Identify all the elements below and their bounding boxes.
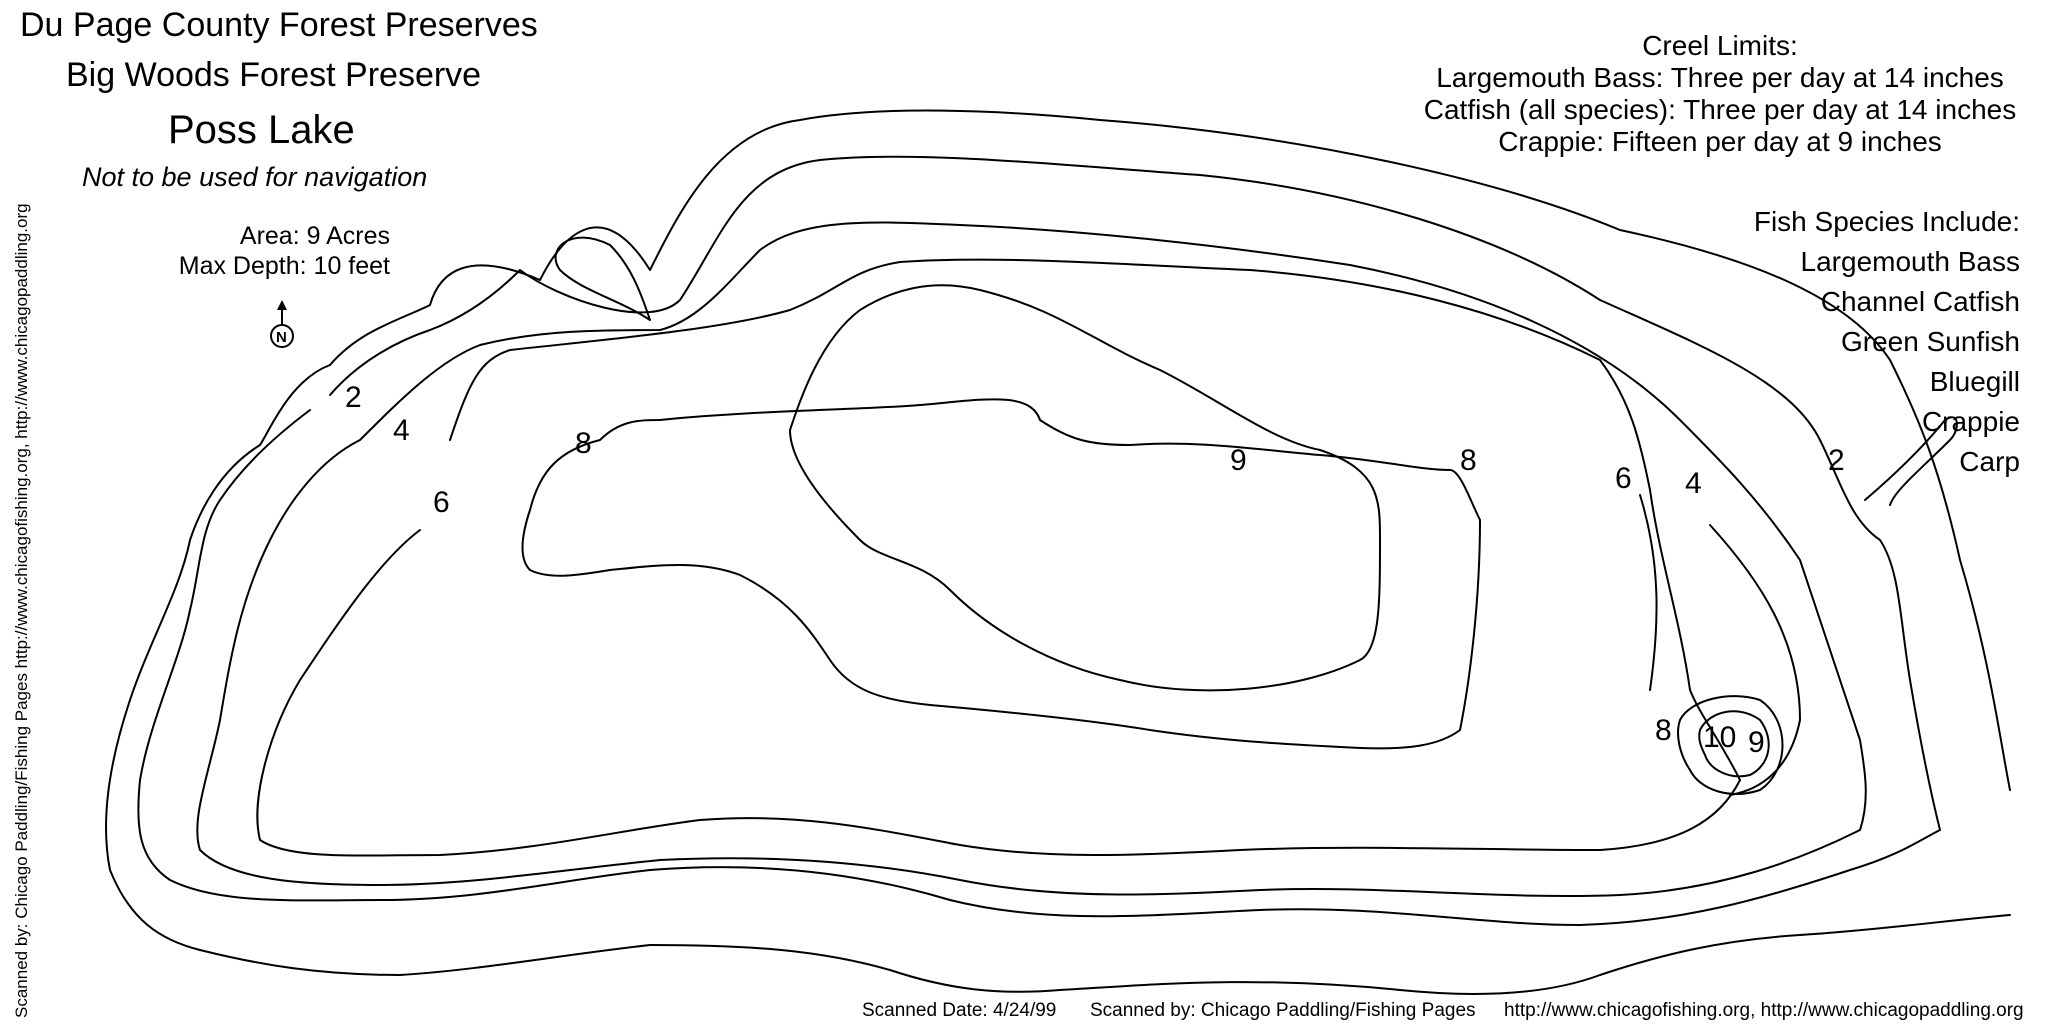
species-item: Green Sunfish — [1841, 326, 2020, 357]
species-item: Bluegill — [1929, 366, 2020, 397]
species-item: Channel Catfish — [1820, 286, 2020, 317]
max-depth-label: Max Depth: — [178, 252, 307, 280]
depth-label-4-east: 4 — [1685, 467, 1702, 500]
depth-label-6: 6 — [433, 486, 450, 519]
footer-urls: http://www.chicagofishing.org, http://ww… — [1504, 1000, 2024, 1021]
max-depth-stat: Max Depth: 10 feet — [100, 252, 390, 281]
contour-pocket-8ft — [1677, 695, 1784, 795]
fish-species-list: Fish Species Include: Largemouth Bass Ch… — [1754, 202, 2020, 482]
depth-label-2: 2 — [345, 381, 362, 414]
depth-label-6-east: 6 — [1615, 462, 1632, 495]
depth-label-9: 9 — [1230, 444, 1247, 477]
creel-limits: Creel Limits: Largemouth Bass: Three per… — [1390, 30, 2050, 158]
depth-label-4: 4 — [393, 414, 410, 447]
shoreline-contour — [329, 109, 2011, 791]
scanned-date: Scanned Date: 4/24/99 — [862, 1000, 1057, 1021]
species-item: Crappie — [1921, 406, 2020, 437]
preserve-title: Big Woods Forest Preserve — [66, 56, 482, 94]
area-label: Area: — [239, 222, 300, 250]
navigation-disclaimer: Not to be used for navigation — [82, 162, 428, 192]
creel-heading: Creel Limits: — [1642, 30, 1798, 61]
svg-text:N: N — [276, 329, 287, 346]
species-item: Carp — [1959, 446, 2020, 477]
contour-6ft — [256, 258, 1741, 857]
contour-9ft — [789, 284, 1381, 692]
depth-label-8: 8 — [575, 427, 592, 460]
creel-limit-catfish: Catfish (all species): Three per day at … — [1423, 94, 2017, 125]
inlet-notch — [554, 236, 651, 321]
depth-label-10: 10 — [1703, 721, 1736, 754]
agency-title: Du Page County Forest Preserves — [20, 6, 538, 44]
max-depth-value: 10 feet — [313, 252, 390, 280]
creel-limit-crappie: Crappie: Fifteen per day at 9 inches — [1498, 126, 1942, 157]
species-heading: Fish Species Include: — [1753, 206, 2020, 237]
depth-label-2-east: 2 — [1828, 444, 1845, 477]
scanned-by: Scanned by: Chicago Paddling/Fishing Pag… — [1090, 1000, 1476, 1021]
lake-name: Poss Lake — [168, 108, 355, 152]
contour-pocket-9ft — [1698, 710, 1770, 778]
area-stat: Area: 9 Acres — [140, 222, 390, 251]
contour-4ft — [196, 221, 1867, 898]
contour-8ft — [521, 398, 1481, 750]
side-credit-text: Scanned by: Chicago Paddling/Fishing Pag… — [12, 203, 31, 1018]
area-value: 9 Acres — [306, 222, 390, 250]
depth-label-8-pocket: 8 — [1655, 714, 1672, 747]
outlet-channel — [1864, 416, 1958, 506]
depth-label-8-east: 8 — [1460, 444, 1477, 477]
depth-label-9-pocket: 9 — [1748, 726, 1765, 759]
creel-limit-bass: Largemouth Bass: Three per day at 14 inc… — [1436, 62, 2004, 93]
north-arrow-icon: N — [270, 300, 294, 348]
contour-2ft — [137, 155, 1941, 926]
species-item: Largemouth Bass — [1800, 246, 2020, 277]
